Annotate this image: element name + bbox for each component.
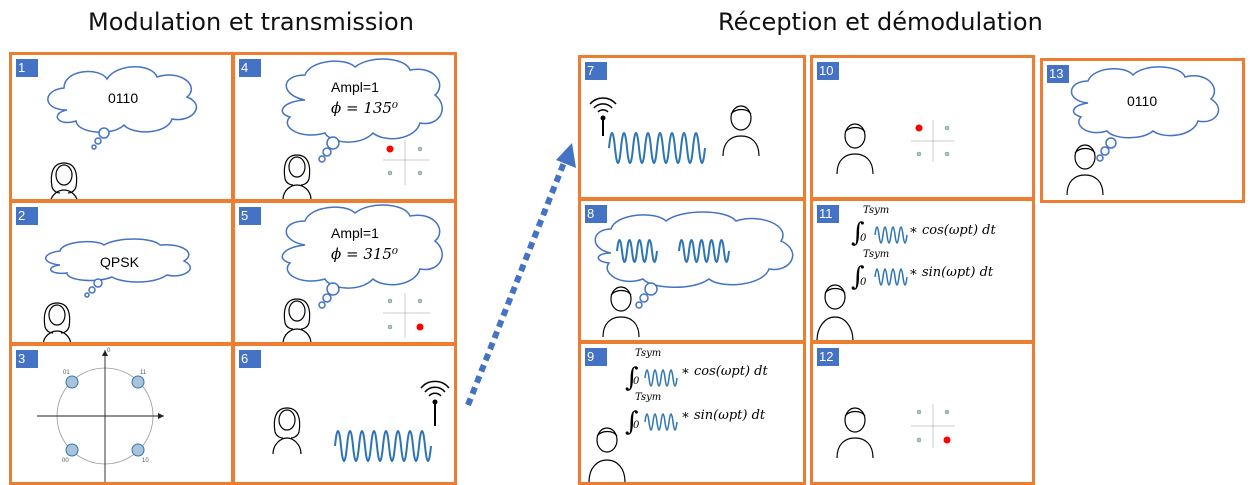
- man-icon: [836, 407, 874, 459]
- integral-upper-sin: Tsym: [635, 392, 662, 403]
- panel-6: 6: [232, 343, 457, 485]
- panel-number: 4: [239, 59, 261, 77]
- man-icon: [602, 286, 640, 338]
- panel-3: 3 0 01 11 00 10: [9, 343, 234, 485]
- integral-lower-sin: 0: [860, 277, 867, 288]
- sin-term: ∗ sin(ωpt) dt: [681, 408, 766, 423]
- panel-9: 9 ∫ ∫ Tsym 0 ∗ cos(ωpt) dt Tsym 0 ∗ sin(…: [578, 341, 806, 485]
- thought-cloud: [281, 204, 443, 342]
- thought-cloud: [42, 238, 191, 342]
- thought-cloud: [594, 211, 794, 338]
- thought-cloud: [281, 58, 443, 199]
- woman-icon: [272, 407, 302, 455]
- phase-text: ϕ = 135⁰: [331, 99, 398, 117]
- amplitude-text: Ampl=1: [331, 225, 379, 241]
- panel-number: 1: [16, 59, 38, 77]
- heading-modulation: Modulation et transmission: [88, 8, 414, 36]
- panel-number: 9: [585, 348, 607, 366]
- panel-2: 2 QPSK: [9, 200, 234, 345]
- panel-11: 11 ∫ ∫ Tsym 0 ∗ cos(ωpt) dt Tsym 0 ∗ sin…: [810, 198, 1035, 343]
- mini-constellation: [911, 120, 955, 162]
- thought-text: 0110: [1127, 93, 1158, 109]
- mini-constellation: [383, 293, 430, 338]
- amplitude-text: Ampl=1: [331, 79, 379, 95]
- thought-cloud: [47, 66, 198, 199]
- carrier-wave: [334, 430, 432, 462]
- symbol-label-01: 01: [63, 370, 70, 376]
- woman-icon: [50, 162, 78, 199]
- cos-term: ∗ cos(ωpt) dt: [681, 364, 768, 379]
- svg-text:∫: ∫: [625, 407, 639, 437]
- panel-4: 4 Ampl=1 ϕ = 135⁰: [232, 52, 457, 202]
- woman-icon: [282, 154, 312, 199]
- svg-text:∫: ∫: [851, 262, 865, 292]
- svg-text:∫: ∫: [851, 218, 865, 248]
- thought-text: QPSK: [100, 254, 139, 270]
- panel-13: 13 0110: [1040, 58, 1245, 203]
- received-wave: [608, 132, 706, 164]
- panel-12: 12: [810, 341, 1035, 485]
- man-icon: [816, 284, 854, 340]
- integral-lower-sin: 0: [633, 420, 640, 431]
- woman-icon: [42, 302, 72, 342]
- man-icon: [722, 105, 760, 157]
- phase-text: ϕ = 315⁰: [331, 245, 398, 263]
- axis-label-top: 0: [107, 348, 111, 354]
- thought-text: 0110: [108, 90, 139, 106]
- mini-constellation: [911, 404, 955, 448]
- symbol-label-10: 10: [142, 458, 149, 464]
- decision-scene: [836, 120, 955, 175]
- man-icon: [588, 427, 626, 482]
- panel-number: 3: [16, 350, 38, 368]
- antenna-icon: [420, 380, 450, 426]
- panel-7: 7: [578, 55, 806, 200]
- heading-reception: Réception et démodulation: [718, 8, 1043, 36]
- transmit-scene: [272, 380, 450, 462]
- panel-number: 12: [817, 348, 839, 366]
- panel-number: 8: [585, 205, 607, 223]
- panel-number: 10: [817, 62, 839, 80]
- man-icon: [1066, 144, 1104, 196]
- panel-10: 10: [810, 55, 1035, 200]
- panel-number: 2: [16, 207, 38, 225]
- symbol-label-00: 00: [62, 458, 69, 464]
- symbol-label-11: 11: [140, 370, 147, 376]
- panel-1: 1 0110: [9, 52, 234, 202]
- decision-scene: [836, 404, 955, 459]
- panel-number: 7: [585, 62, 607, 80]
- integral-upper-cos: Tsym: [635, 348, 662, 359]
- man-icon: [836, 123, 874, 175]
- panel-number: 6: [239, 350, 261, 368]
- integral-upper-sin: Tsym: [863, 249, 890, 260]
- integral-scene: ∫ ∫: [588, 363, 678, 482]
- integral-lower-cos: 0: [860, 233, 867, 244]
- panel-number: 5: [239, 207, 261, 225]
- mini-constellation: [383, 140, 430, 185]
- integral-scene: ∫ ∫: [816, 218, 908, 340]
- panel-5: 5 Ampl=1 ϕ = 315⁰: [232, 200, 457, 345]
- thought-cloud: [1066, 66, 1220, 196]
- panel-number: 11: [817, 205, 839, 223]
- integral-lower-cos: 0: [633, 376, 640, 387]
- panel-8: 8: [578, 198, 806, 343]
- sin-term: ∗ sin(ωpt) dt: [909, 265, 994, 280]
- cos-term: ∗ cos(ωpt) dt: [909, 223, 996, 238]
- integral-upper-cos: Tsym: [863, 205, 890, 216]
- antenna-icon: [589, 97, 617, 136]
- woman-icon: [282, 298, 312, 342]
- constellation-diagram: 0 01 11 00 10: [37, 348, 164, 482]
- svg-text:∫: ∫: [625, 363, 639, 393]
- receive-scene: [589, 97, 760, 164]
- panel-number: 13: [1047, 65, 1069, 83]
